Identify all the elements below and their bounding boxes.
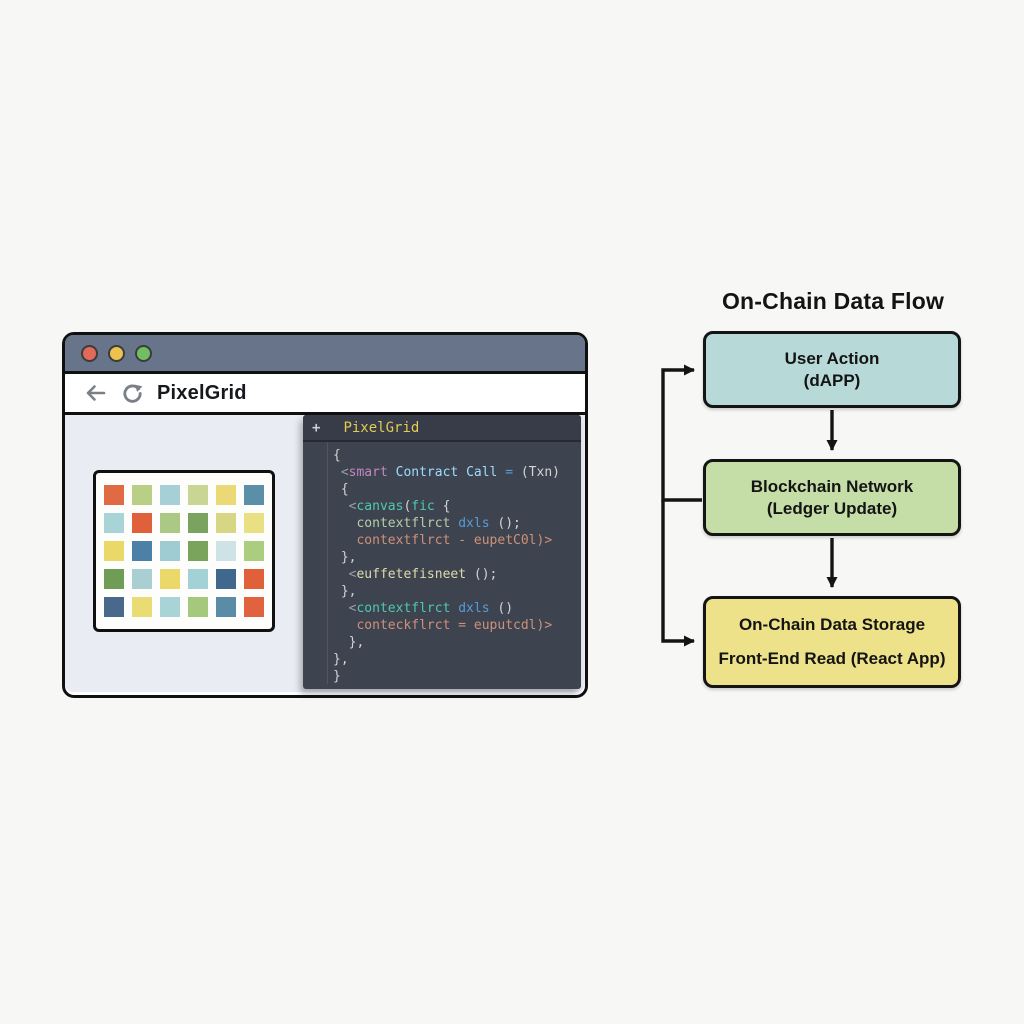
- flow-box-label: On-Chain Data Storage: [738, 615, 926, 634]
- code-line: {: [333, 448, 341, 463]
- pixel-cell[interactable]: [216, 485, 236, 505]
- browser-window: PixelGrid + PixelGrid { <smart Contract …: [62, 332, 588, 698]
- pixel-cell[interactable]: [160, 597, 180, 617]
- pixel-cell[interactable]: [104, 569, 124, 589]
- pixel-cell[interactable]: [244, 541, 264, 561]
- pixel-cell[interactable]: [132, 513, 152, 533]
- back-arrow-icon: [86, 385, 106, 401]
- flow-box-sublabel: (Ledger Update): [766, 498, 898, 518]
- code-line: },: [333, 550, 357, 565]
- code-line: contextflrct dxls ();: [356, 516, 521, 531]
- flow-box-label: User Action: [784, 348, 880, 368]
- code-line: contextflrct - eupetC0l)>: [356, 533, 553, 548]
- back-button[interactable]: [83, 381, 107, 405]
- pixel-canvas[interactable]: [93, 470, 275, 632]
- code-line: <smart Contract Call = (Txn): [333, 465, 560, 480]
- pixel-cell[interactable]: [132, 597, 152, 617]
- pixel-cell[interactable]: [188, 569, 208, 589]
- code-line: <canvas(fic {: [333, 499, 451, 514]
- pixel-cell[interactable]: [160, 513, 180, 533]
- refresh-button[interactable]: [120, 381, 144, 405]
- pixel-cell[interactable]: [244, 569, 264, 589]
- flow-box-onchain-storage: On-Chain Data Storage Front-End Read (Re…: [703, 596, 961, 688]
- editor-tab-bar: + PixelGrid: [303, 415, 581, 442]
- pixel-cell[interactable]: [132, 569, 152, 589]
- pixel-cell[interactable]: [216, 541, 236, 561]
- pixel-cell[interactable]: [244, 513, 264, 533]
- page-title: PixelGrid: [157, 381, 247, 404]
- arrow-loop-to-storage: [661, 500, 695, 647]
- pixel-cell[interactable]: [188, 541, 208, 561]
- pixel-cell[interactable]: [188, 485, 208, 505]
- pixel-cell[interactable]: [104, 541, 124, 561]
- flow-box-label: Blockchain Network: [750, 476, 914, 496]
- code-line: },: [333, 635, 365, 650]
- pixel-cell[interactable]: [188, 513, 208, 533]
- code-line: },: [333, 584, 357, 599]
- pixel-cell[interactable]: [216, 569, 236, 589]
- code-line: conteckflrct = euputcdl)>: [356, 618, 553, 633]
- code-editor: + PixelGrid { <smart Contract Call = (Tx…: [303, 415, 581, 689]
- flow-box-blockchain-network: Blockchain Network (Ledger Update): [703, 459, 961, 536]
- editor-tab-title[interactable]: PixelGrid: [343, 419, 420, 436]
- window-titlebar: [65, 335, 585, 374]
- refresh-icon: [122, 384, 142, 403]
- pixel-cell[interactable]: [160, 541, 180, 561]
- app-content: + PixelGrid { <smart Contract Call = (Tx…: [65, 415, 585, 692]
- flow-box-sublabel: (dAPP): [803, 370, 861, 390]
- pixel-cell[interactable]: [244, 597, 264, 617]
- pixel-cell[interactable]: [132, 541, 152, 561]
- arrow-loop-to-user: [661, 364, 702, 502]
- pixel-cell[interactable]: [104, 597, 124, 617]
- pixel-cell[interactable]: [160, 485, 180, 505]
- editor-gutter-divider: [327, 442, 328, 684]
- flowchart-title: On-Chain Data Flow: [721, 288, 945, 314]
- pixel-cell[interactable]: [216, 597, 236, 617]
- maximize-button[interactable]: [135, 344, 152, 362]
- pixel-cell[interactable]: [188, 597, 208, 617]
- flow-box-user-action: User Action (dAPP): [703, 331, 961, 408]
- new-tab-icon[interactable]: +: [312, 419, 321, 436]
- browser-toolbar: PixelGrid: [65, 374, 585, 415]
- pixel-cell[interactable]: [132, 485, 152, 505]
- pixel-cell[interactable]: [104, 513, 124, 533]
- flow-box-sublabel: Front-End Read (React App): [718, 649, 946, 668]
- pixel-cell[interactable]: [244, 485, 264, 505]
- code-line: }: [333, 669, 341, 684]
- minimize-button[interactable]: [108, 344, 125, 362]
- code-line: },: [333, 652, 349, 667]
- code-line: <euffetefisneet ();: [333, 567, 498, 582]
- code-area[interactable]: { <smart Contract Call = (Txn) { <canvas…: [303, 442, 581, 685]
- code-line: <contextflrct dxls (): [333, 601, 514, 616]
- pixel-cell[interactable]: [216, 513, 236, 533]
- pixel-cell[interactable]: [104, 485, 124, 505]
- close-button[interactable]: [81, 344, 98, 362]
- code-line: {: [333, 482, 349, 497]
- pixel-grid: [104, 485, 264, 617]
- pixel-cell[interactable]: [160, 569, 180, 589]
